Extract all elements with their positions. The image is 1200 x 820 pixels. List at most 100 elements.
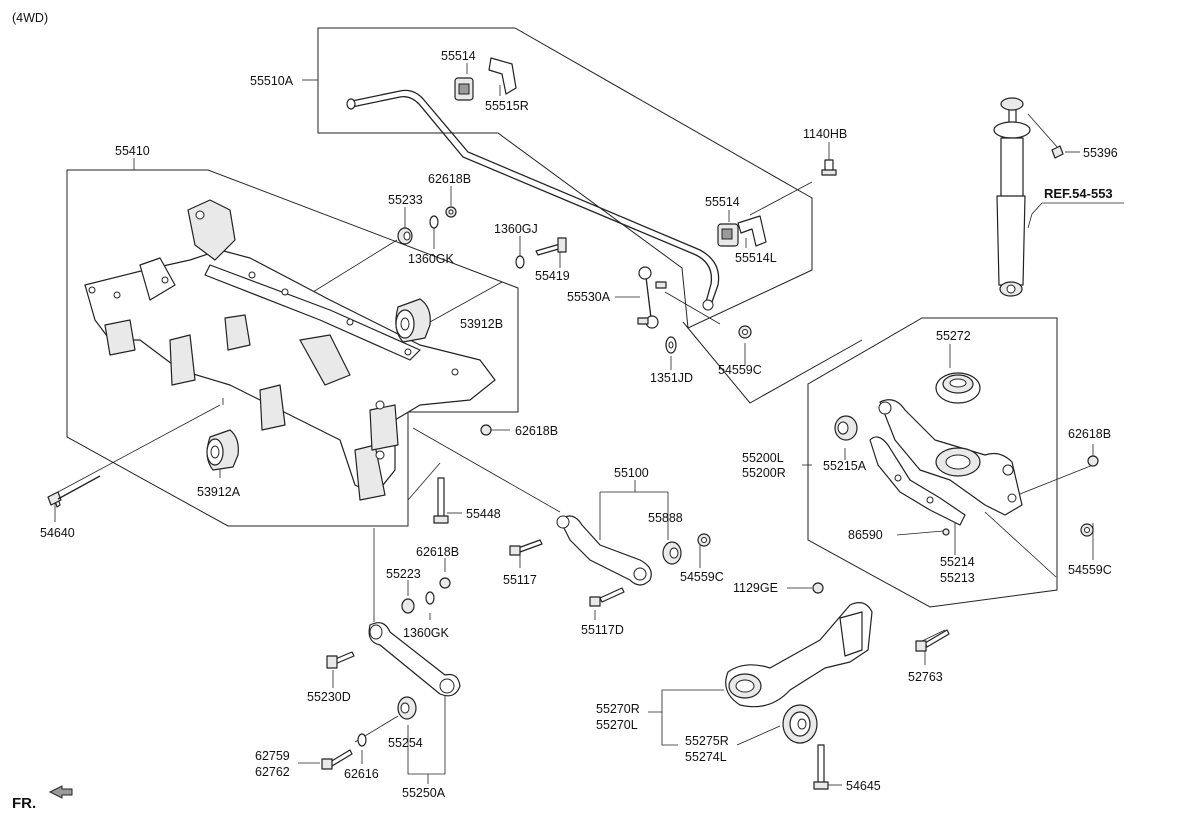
label-55530A: 55530A	[567, 290, 611, 304]
label-62618B-mid: 62618B	[515, 424, 558, 438]
label-55419: 55419	[535, 269, 570, 283]
variant-label: (4WD)	[12, 11, 48, 25]
stabilizer-link	[637, 266, 667, 329]
carrier-55200	[878, 399, 1023, 516]
bolt-55419	[535, 237, 567, 256]
stabilizer-bracket-upper	[488, 57, 517, 95]
bushing-55223	[401, 598, 415, 614]
bolt-62759	[321, 749, 353, 770]
bolt-1140HB	[821, 159, 837, 176]
label-54640: 54640	[40, 526, 75, 540]
washer-1360GK-low	[425, 591, 435, 605]
label-55200L: 55200L	[742, 451, 784, 465]
washer-62616	[357, 733, 367, 747]
label-55514-top: 55514	[441, 49, 476, 63]
trailing-arm-55270	[725, 602, 873, 708]
spring-seat-55272	[935, 372, 981, 404]
label-55117: 55117	[503, 573, 537, 587]
label-1360GJ: 1360GJ	[494, 222, 538, 236]
label-55448: 55448	[466, 507, 501, 521]
label-55233: 55233	[388, 193, 423, 207]
bolt-54645	[813, 744, 829, 790]
label-55514L: 55514L	[735, 251, 777, 265]
label-62759: 62759	[255, 749, 290, 763]
label-55275R: 55275R	[685, 734, 729, 748]
nut-54559C-mid	[697, 533, 711, 547]
label-62618B-top: 62618B	[428, 172, 471, 186]
upper-arm-55100	[556, 515, 652, 586]
knuckle-group-frame	[807, 317, 1058, 608]
stabilizer-bar-group-frame	[317, 27, 813, 329]
label-55396: 55396	[1083, 146, 1118, 160]
rear-crossmember	[84, 199, 496, 501]
label-55515R: 55515R	[485, 99, 529, 113]
bolt-52763	[915, 629, 950, 652]
bolt-55448	[433, 477, 449, 524]
leader-lines	[54, 63, 1124, 786]
label-55117D: 55117D	[581, 623, 624, 637]
bolt-55117D	[589, 587, 625, 607]
label-55270L: 55270L	[596, 718, 638, 732]
front-indicator: FR.	[12, 795, 36, 812]
bushing-55233	[397, 227, 413, 245]
label-55254: 55254	[388, 736, 423, 750]
label-55214: 55214	[940, 555, 975, 569]
bolt-1129GE	[812, 582, 824, 594]
nut-62618B-low	[439, 577, 451, 589]
washer-1351JD	[665, 336, 677, 354]
label-55514-mid: 55514	[705, 195, 740, 209]
label-54559C-top: 54559C	[718, 363, 762, 377]
label-1360GK-low: 1360GK	[403, 626, 450, 640]
nut-62618B-top	[445, 206, 457, 218]
label-62762: 62762	[255, 765, 290, 779]
shock-absorber	[993, 97, 1031, 297]
label-54645: 54645	[846, 779, 881, 793]
stabilizer-bushing-upper	[454, 77, 474, 101]
label-55272: 55272	[936, 329, 971, 343]
label-62618B-low: 62618B	[416, 545, 459, 559]
reference-label: REF.54-553	[1044, 186, 1113, 201]
stabilizer-bushing-mid	[717, 223, 739, 247]
crossmember-bushing-53912A	[206, 429, 239, 471]
bushing-55275R	[782, 704, 818, 744]
label-62616: 62616	[344, 767, 379, 781]
knuckle-group-frame-link	[682, 321, 863, 404]
label-1360GK-top: 1360GK	[408, 252, 455, 266]
nut-62618B-right	[1087, 455, 1099, 467]
stabilizer-bar	[346, 89, 720, 311]
bracket-55214	[869, 436, 966, 526]
label-55274L: 55274L	[685, 750, 727, 764]
bushing-55888	[662, 541, 682, 565]
label-86590: 86590	[848, 528, 883, 542]
label-55223: 55223	[386, 567, 421, 581]
label-55888: 55888	[648, 511, 683, 525]
label-52763: 52763	[908, 670, 943, 684]
bolt-55117	[509, 539, 543, 556]
front-arrow-icon	[48, 785, 73, 799]
label-54559C-right: 54559C	[1068, 563, 1112, 577]
label-55270R: 55270R	[596, 702, 640, 716]
bolt-55230D	[326, 651, 355, 669]
nut-62618B-mid	[480, 424, 492, 436]
stabilizer-bracket-mid	[737, 215, 767, 247]
label-1351JD: 1351JD	[650, 371, 693, 385]
label-53912A: 53912A	[197, 485, 241, 499]
label-55250A: 55250A	[402, 786, 446, 800]
label-1129GE: 1129GE	[733, 581, 778, 595]
nut-54559C-right	[1080, 523, 1094, 537]
label-53912B: 53912B	[460, 317, 503, 331]
washer-1360GK-top	[429, 215, 439, 229]
bolt-86590	[942, 528, 950, 536]
bolt-55396	[1051, 145, 1064, 159]
crossmember-bushing-53912B	[395, 298, 431, 343]
label-62618B-right: 62618B	[1068, 427, 1111, 441]
label-55213: 55213	[940, 571, 975, 585]
label-55100: 55100	[614, 466, 649, 480]
washer-1360GJ	[515, 255, 525, 269]
label-55230D: 55230D	[307, 690, 351, 704]
bushing-55215A	[834, 415, 858, 441]
label-1140HB: 1140HB	[803, 127, 847, 141]
label-55200R: 55200R	[742, 466, 786, 480]
nut-54559C-top	[738, 325, 752, 339]
